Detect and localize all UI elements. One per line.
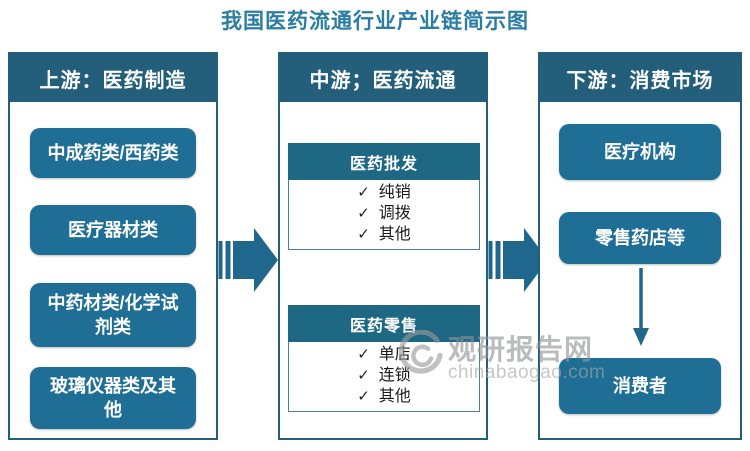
retail-item-other: ✓ 其他 — [289, 386, 479, 407]
check-icon: ✓ — [357, 184, 370, 201]
upstream-header: 上游：医药制造 — [10, 54, 216, 102]
wholesale-item-label: 调拨 — [378, 205, 411, 222]
wholesale-group-body: ✓ 纯销 ✓ 调拨 ✓ 其他 — [288, 180, 480, 250]
downstream-panel: 下游：消费市场 医疗机构 零售药店等 消费者 — [538, 52, 742, 440]
downstream-box-retail-pharmacies: 零售药店等 — [559, 212, 721, 264]
upstream-box-herbs-chemicals: 中药材类/化学试剂类 — [30, 283, 196, 347]
striped-right-arrow-midstream-to-downstream — [488, 228, 548, 292]
down-arrow-pharmacies-to-consumers — [633, 268, 649, 346]
wholesale-item-label: 其他 — [378, 226, 411, 243]
watermark-swirl-icon — [398, 330, 443, 374]
check-icon: ✓ — [357, 388, 370, 405]
watermark-domain: chinabaogao.com — [448, 362, 606, 383]
check-icon: ✓ — [357, 367, 370, 384]
check-icon: ✓ — [357, 226, 370, 243]
downstream-box-consumers: 消费者 — [559, 358, 721, 414]
wholesale-item-allocation: ✓ 调拨 — [289, 203, 479, 224]
wholesale-group: 医药批发 ✓ 纯销 ✓ 调拨 ✓ 其他 — [288, 143, 480, 250]
downstream-header: 下游：消费市场 — [540, 54, 740, 102]
midstream-header: 中游；医药流通 — [280, 54, 486, 102]
retail-item-label: 其他 — [378, 388, 411, 405]
watermark: 观研报告网 chinabaogao.com — [398, 328, 605, 400]
retail-item-chain: ✓ 连锁 — [289, 365, 479, 386]
watermark-site-name: 观研报告网 — [448, 334, 594, 365]
wholesale-item-label: 纯销 — [378, 184, 411, 201]
wholesale-item-direct-sales: ✓ 纯销 — [289, 182, 479, 203]
wholesale-group-title: 医药批发 — [288, 143, 480, 180]
upstream-box-glassware-other: 玻璃仪器类及其他 — [30, 367, 196, 429]
retail-group-title: 医药零售 — [288, 305, 480, 342]
upstream-box-patent-western: 中成药类/西药类 — [30, 128, 196, 178]
diagram-title: 我国医药流通行业产业链简示图 — [221, 10, 529, 33]
check-icon: ✓ — [357, 205, 370, 222]
upstream-panel: 上游：医药制造 中成药类/西药类 医疗器材类 中药材类/化学试剂类 玻璃仪器类及… — [8, 52, 218, 440]
midstream-panel: 中游；医药流通 医药批发 ✓ 纯销 ✓ 调拨 ✓ 其他 医药零售 — [278, 52, 488, 440]
upstream-box-medical-devices: 医疗器材类 — [30, 205, 196, 255]
wholesale-item-other: ✓ 其他 — [289, 224, 479, 245]
striped-right-arrow-upstream-to-midstream — [218, 228, 278, 292]
check-icon: ✓ — [357, 346, 370, 363]
retail-item-label: 连锁 — [378, 367, 411, 384]
downstream-box-medical-institutions: 医疗机构 — [559, 124, 721, 180]
